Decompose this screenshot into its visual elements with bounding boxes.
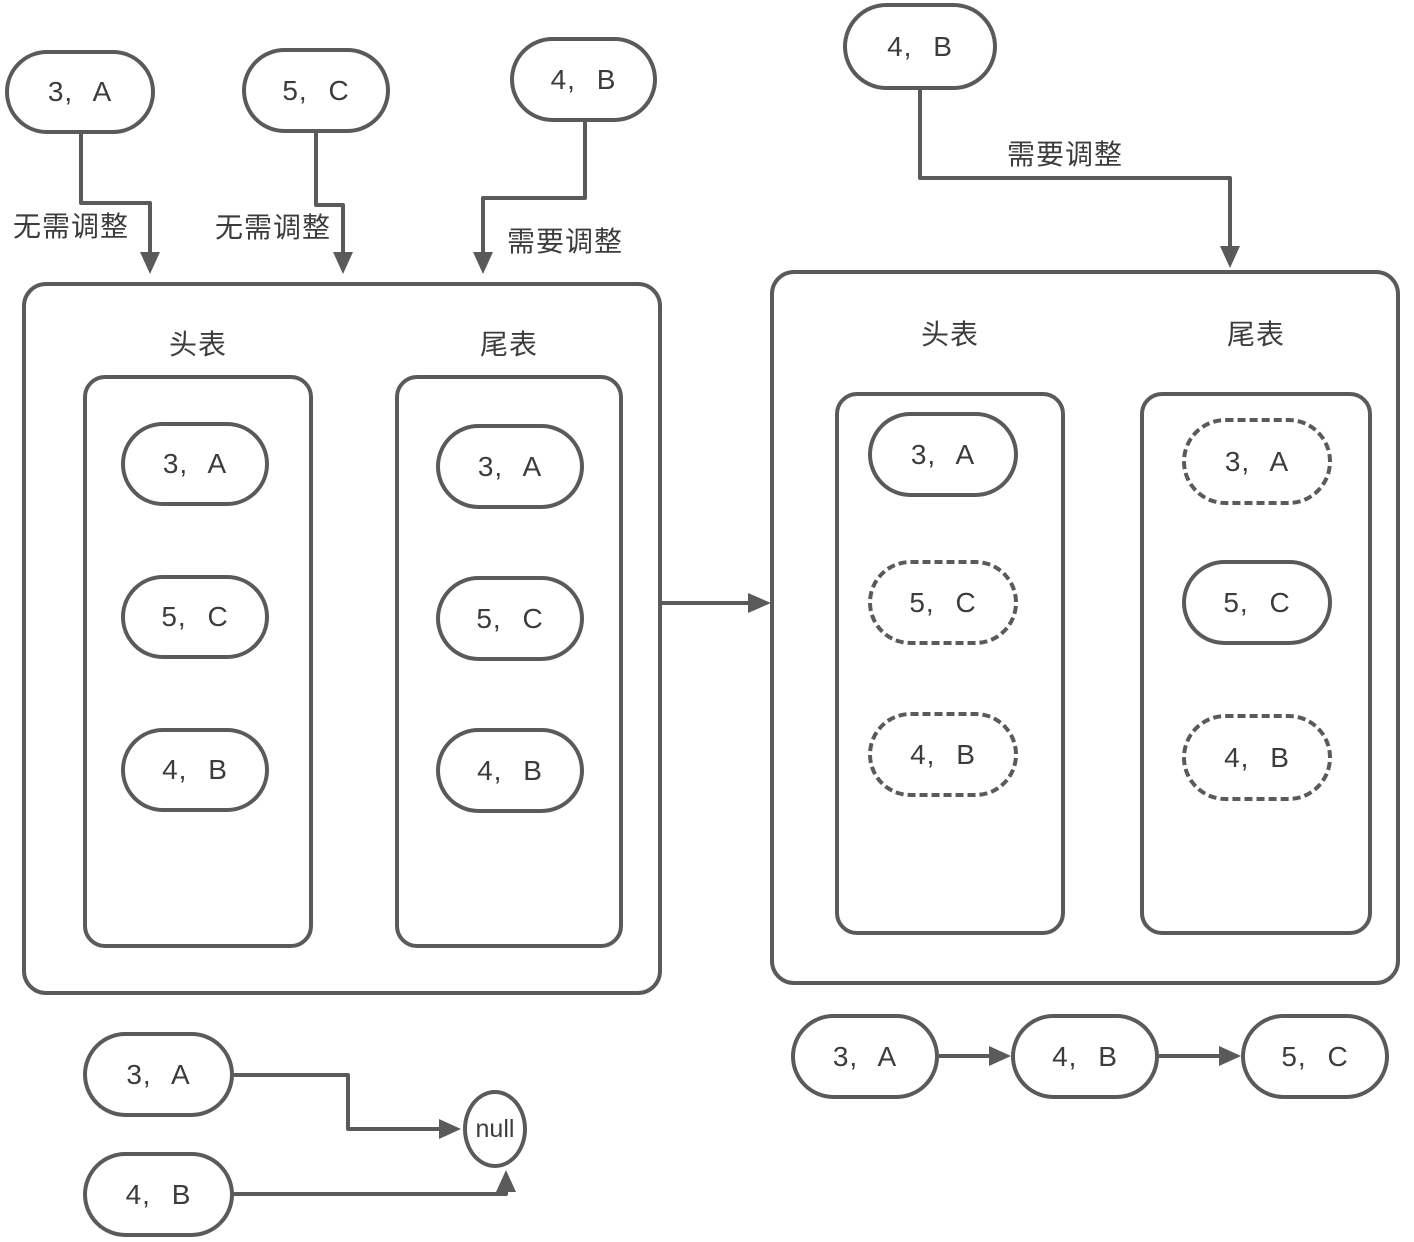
left-tail-table-column: [395, 375, 623, 948]
arrowhead-node2: [333, 252, 353, 274]
left-head-table-title: 头表: [168, 329, 227, 360]
null-node: null: [463, 1090, 527, 1168]
chain-node-3: 5, C: [1241, 1014, 1389, 1099]
arrow-node2-to-leftbox: [314, 133, 345, 252]
annotation-no-adjust-2: 无需调整: [214, 212, 331, 243]
right-head-table-title: 头表: [920, 319, 979, 350]
chain-node-1: 3, A: [791, 1014, 939, 1099]
incoming-node-2: 5, C: [242, 48, 390, 133]
arrow-node4-to-rightbox: [918, 90, 1232, 246]
arrowhead-node4: [1220, 246, 1240, 268]
arrowhead-node3: [473, 252, 493, 274]
arrow-node3-to-leftbox: [481, 122, 587, 252]
bottom-left-node-3a: 3, A: [83, 1032, 234, 1117]
incoming-node-1: 3, A: [5, 50, 155, 134]
arrowhead-chain-1: [989, 1046, 1011, 1066]
left-tail-node-1: 3, A: [436, 424, 584, 509]
arrowhead-4b-null: [496, 1170, 516, 1192]
annotation-need-adjust-left: 需要调整: [506, 226, 623, 257]
left-head-node-3: 4, B: [121, 728, 269, 812]
right-head-node-2: 5, C: [868, 560, 1018, 645]
right-tail-node-3: 4, B: [1182, 714, 1332, 801]
chain-node-2: 4, B: [1011, 1014, 1159, 1099]
right-head-node-1: 3, A: [868, 412, 1018, 497]
arrow-4b-to-null: [233, 1192, 508, 1196]
incoming-node-right: 4, B: [843, 3, 997, 90]
annotation-no-adjust-1: 无需调整: [12, 211, 129, 242]
left-head-node-2: 5, C: [121, 575, 269, 659]
arrowhead-chain-2: [1219, 1046, 1241, 1066]
arrow-3a-to-null: [234, 1073, 439, 1131]
annotation-need-adjust-right: 需要调整: [1006, 139, 1123, 170]
right-tail-node-2: 5, C: [1182, 560, 1332, 645]
left-tail-table-title: 尾表: [479, 329, 538, 360]
left-tail-node-2: 5, C: [436, 576, 584, 661]
arrowhead-3a-null: [439, 1119, 461, 1139]
left-tail-node-3: 4, B: [436, 728, 584, 813]
right-head-node-3: 4, B: [868, 712, 1018, 797]
left-head-node-1: 3, A: [121, 422, 269, 506]
arrow-node1-to-leftbox: [79, 133, 152, 252]
arrowhead-between-boxes: [748, 593, 771, 613]
bottom-left-node-4b: 4, B: [83, 1152, 234, 1237]
right-tail-node-1: 3, A: [1182, 418, 1332, 505]
right-tail-table-title: 尾表: [1226, 319, 1285, 350]
incoming-node-3: 4, B: [510, 37, 657, 122]
arrowhead-node1: [140, 252, 160, 274]
